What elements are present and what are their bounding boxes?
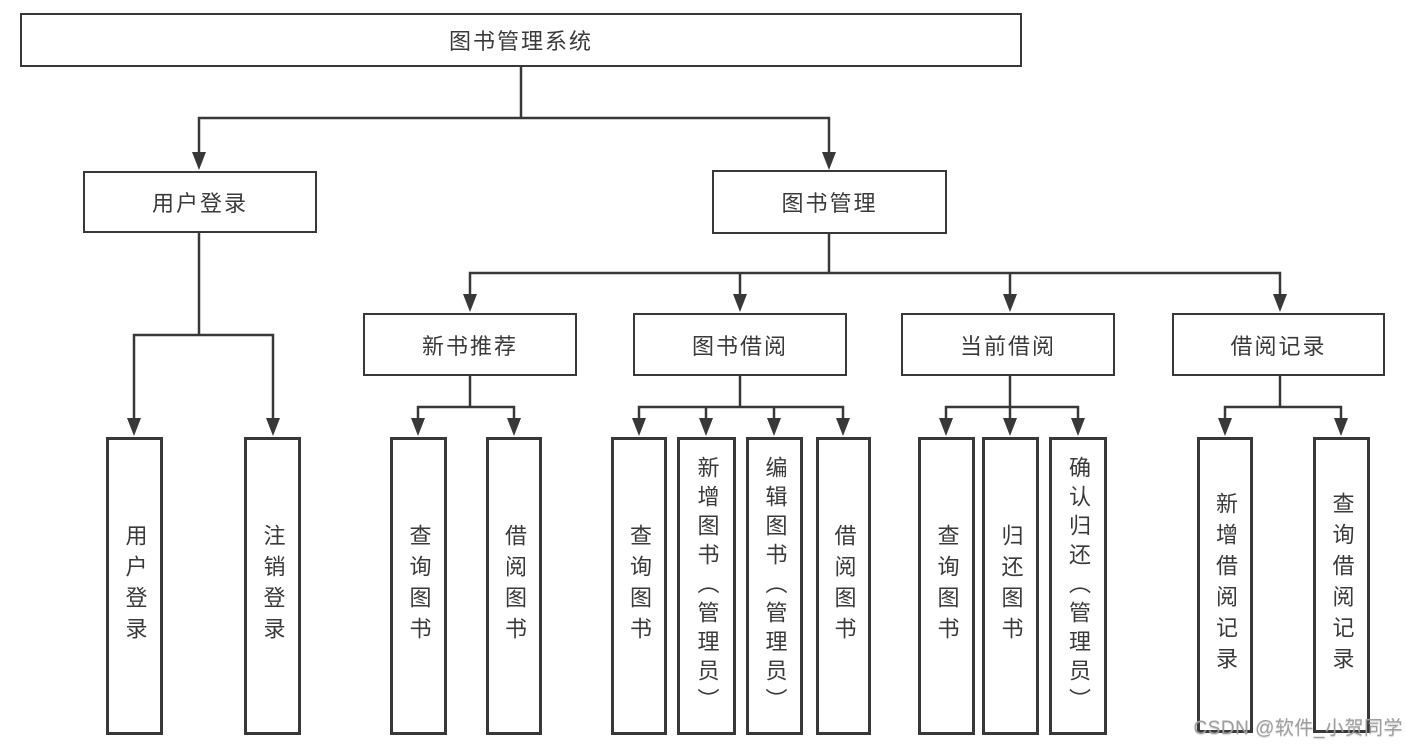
leaf-borrow-edit-books-admin: 编辑图书（管理员） bbox=[746, 437, 803, 735]
connector-current-fan bbox=[944, 405, 1080, 420]
arrow-icon bbox=[127, 418, 141, 436]
leaf-borrow-add-books-admin: 新增图书（管理员） bbox=[677, 437, 736, 735]
arrow-icon bbox=[192, 152, 206, 170]
arrow-icon bbox=[507, 418, 521, 436]
arrow-icon bbox=[1003, 418, 1017, 436]
leaf-current-confirm-return-admin: 确认归还（管理员） bbox=[1049, 437, 1107, 735]
node-current-borrowing: 当前借阅 bbox=[901, 313, 1115, 376]
arrow-icon bbox=[266, 418, 280, 436]
arrow-icon bbox=[733, 294, 747, 312]
connector-borrow-fan bbox=[637, 405, 845, 420]
leaf-newbook-query-books: 查询图书 bbox=[390, 437, 447, 735]
connector-level2-fan bbox=[197, 116, 831, 153]
leaf-current-return-books: 归还图书 bbox=[982, 437, 1039, 735]
leaf-records-query-record: 查询借阅记录 bbox=[1313, 437, 1370, 733]
node-user-login: 用户登录 bbox=[83, 171, 317, 233]
arrow-icon bbox=[699, 418, 713, 436]
leaf-borrow-borrow-books: 借阅图书 bbox=[816, 437, 871, 735]
arrow-icon bbox=[836, 418, 850, 436]
arrow-icon bbox=[463, 294, 477, 312]
leaf-user-login: 用户登录 bbox=[106, 437, 163, 735]
connector-user-login-fan bbox=[132, 333, 275, 420]
node-borrowing-records: 借阅记录 bbox=[1172, 313, 1385, 376]
arrow-icon bbox=[822, 152, 836, 170]
node-new-book-recommend: 新书推荐 bbox=[363, 313, 577, 376]
arrow-icon bbox=[767, 418, 781, 436]
arrow-icon bbox=[1218, 418, 1232, 436]
leaf-current-query-books: 查询图书 bbox=[918, 437, 975, 735]
node-root-system: 图书管理系统 bbox=[20, 13, 1022, 67]
node-book-management: 图书管理 bbox=[712, 170, 947, 234]
leaf-records-add-record: 新增借阅记录 bbox=[1197, 437, 1253, 733]
node-book-borrowing: 图书借阅 bbox=[633, 313, 847, 376]
arrow-icon bbox=[939, 418, 953, 436]
arrow-icon bbox=[1273, 294, 1287, 312]
arrow-icon bbox=[632, 418, 646, 436]
connector-records-fan bbox=[1223, 405, 1343, 420]
leaf-logout-login: 注销登录 bbox=[244, 437, 301, 735]
leaf-newbook-borrow-books: 借阅图书 bbox=[486, 437, 542, 735]
csdn-watermark: CSDN @软件_小贺同学 bbox=[1193, 718, 1403, 739]
connector-newbook-fan bbox=[416, 405, 516, 420]
arrowheads bbox=[127, 152, 1348, 436]
leaf-borrow-query-books: 查询图书 bbox=[611, 437, 667, 735]
connector-level3-fan bbox=[468, 271, 1282, 296]
arrow-icon bbox=[1334, 418, 1348, 436]
arrow-icon bbox=[411, 418, 425, 436]
arrow-icon bbox=[1071, 418, 1085, 436]
arrow-icon bbox=[1003, 294, 1017, 312]
